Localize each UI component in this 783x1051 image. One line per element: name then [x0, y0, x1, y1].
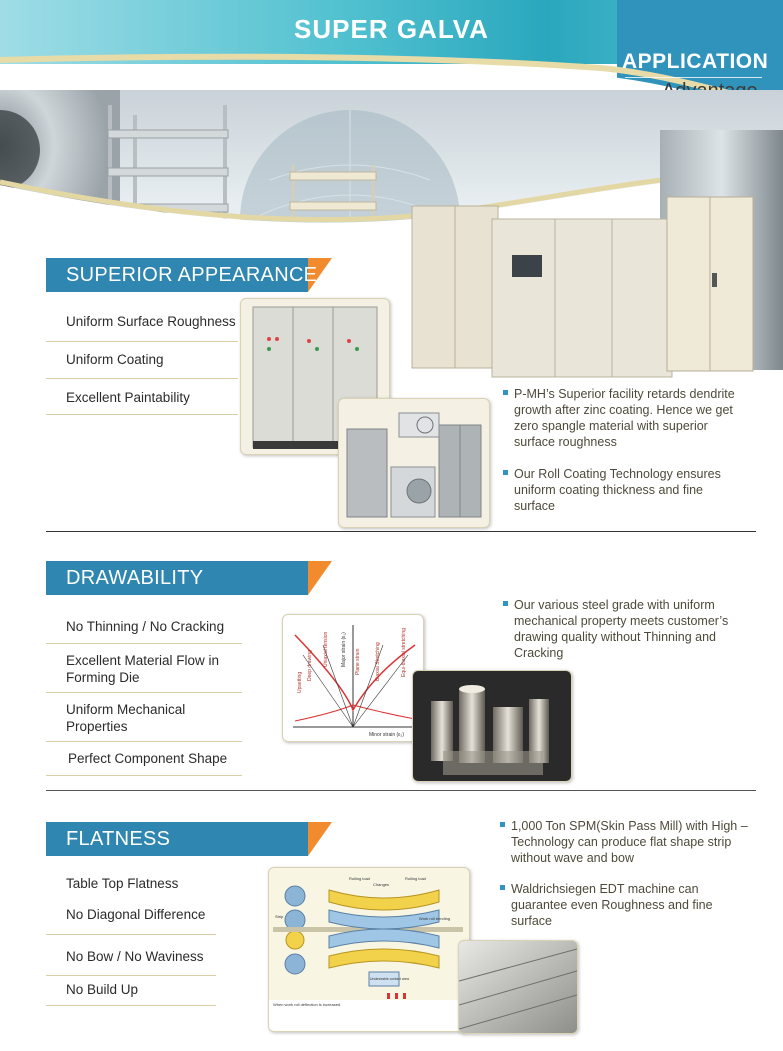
- label-plane-strain: Plane strain: [355, 648, 361, 675]
- section-header-flatness: FLATNESS: [46, 822, 332, 856]
- feature-no-build-up: No Build Up: [66, 982, 139, 997]
- application-underline: [625, 77, 762, 78]
- drawn-components-image: [412, 670, 572, 782]
- feature-uniform-mechanical-properties: Uniform Mechanical Properties: [66, 702, 186, 734]
- feature-divider: [46, 341, 238, 342]
- label-upsetting: Upsetting: [297, 672, 303, 693]
- control-panel-image-small: [411, 205, 499, 369]
- section-divider-1: [46, 531, 756, 532]
- hero-photo-strip: [0, 90, 783, 380]
- label-work-roll-bending: Work roll bending: [419, 916, 450, 921]
- feature-divider: [46, 378, 238, 379]
- flat-steel-sheet-image: [458, 940, 578, 1034]
- feature-table-top-flatness: Table Top Flatness: [66, 876, 179, 891]
- steel-cabinet-image: [666, 196, 754, 372]
- header-accent-dark: [617, 0, 783, 95]
- feature-divider: [46, 741, 242, 742]
- label-minor-strain: Minor strain (ε₂): [369, 732, 404, 738]
- feature-excellent-material-flow: Excellent Material Flow in Forming Die: [66, 653, 220, 685]
- feature-uniform-coating: Uniform Coating: [66, 352, 164, 367]
- feature-divider: [46, 414, 238, 415]
- feature-no-thinning-no-cracking: No Thinning / No Cracking: [66, 619, 225, 634]
- label-deflection-note: When work roll deflection is increased: [273, 1002, 340, 1007]
- feature-perfect-component-shape: Perfect Component Shape: [68, 751, 228, 766]
- section-header-drawability: DRAWABILITY: [46, 561, 332, 595]
- feature-no-bow-no-waviness: No Bow / No Waviness: [66, 949, 204, 964]
- section-divider-2: [46, 790, 756, 791]
- panel-boards-image: [240, 298, 390, 455]
- switchgear-cabinet-image: [491, 218, 673, 378]
- label-deep-drawing: Deep drawing: [307, 650, 313, 681]
- brand-title: SUPER GALVA: [294, 14, 489, 44]
- feature-divider: [46, 1005, 216, 1006]
- feature-excellent-paintability: Excellent Paintability: [66, 390, 190, 405]
- feature-uniform-surface-roughness: Uniform Surface Roughness: [66, 314, 236, 329]
- section-header-appearance: SUPERIOR APPEARANCE: [46, 258, 332, 292]
- feature-divider: [46, 975, 216, 976]
- application-label: APPLICATION: [622, 50, 769, 73]
- label-biaxial: Biaxial Stretching: [375, 642, 381, 681]
- feature-divider: [46, 692, 242, 693]
- label-contact-area: Undesirable contact area: [370, 977, 409, 981]
- home-appliances-image: [338, 398, 490, 528]
- feature-no-diagonal-difference: No Diagonal Difference: [66, 907, 206, 922]
- feature-divider: [46, 643, 242, 644]
- label-changes: Changes: [373, 882, 389, 887]
- label-equibiaxial: Equi-biaxial stretching: [401, 628, 407, 677]
- section-title-drawability: DRAWABILITY: [66, 567, 204, 589]
- feature-divider: [46, 934, 216, 935]
- label-strip: Strip: [275, 914, 284, 919]
- label-rolling-load-left: Rolling load: [349, 876, 370, 881]
- skin-pass-mill-diagram: Rolling load Rolling load Changes Strip …: [268, 867, 470, 1032]
- forming-limit-diagram: Upsetting Deep drawing Uniaxial tension …: [282, 614, 424, 742]
- label-rolling-load-right: Rolling load: [405, 876, 426, 881]
- section-title-flatness: FLATNESS: [66, 828, 171, 850]
- feature-divider: [46, 775, 242, 776]
- section-title-appearance: SUPERIOR APPEARANCE: [66, 264, 318, 286]
- label-major-strain: Major strain (ε₁): [341, 632, 347, 667]
- label-uniaxial-tension: Uniaxial tension: [323, 631, 329, 667]
